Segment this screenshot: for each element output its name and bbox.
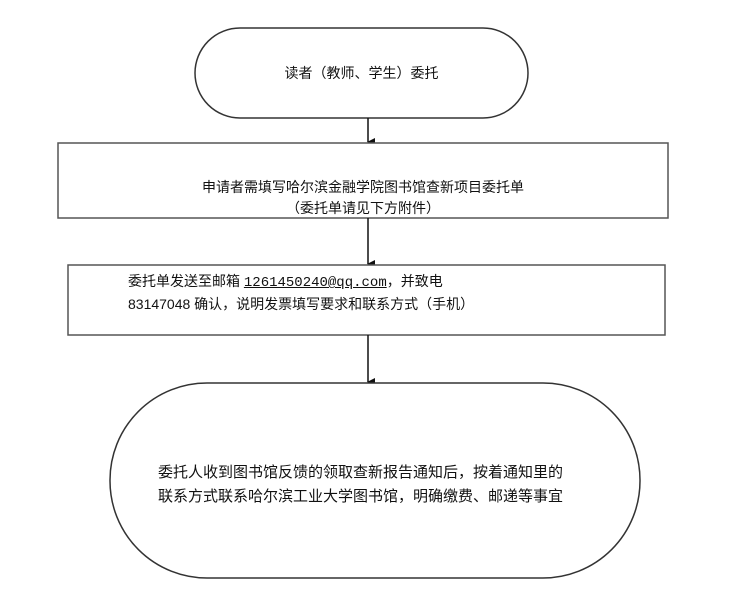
step-3-line-2: 83147048 确认，说明发票填写要求和联系方式（手机）: [128, 296, 475, 312]
start-oval: [194, 27, 529, 119]
email-link[interactable]: 1261450240@qq.com: [243, 275, 387, 291]
step-3-prefix: 委托单发送至邮箱: [128, 273, 244, 289]
process-box-form: [57, 142, 669, 219]
step-3-line-1: 委托单发送至邮箱 1261450240@qq.com，并致电: [128, 270, 443, 294]
process-box-email: [67, 264, 666, 336]
step-4-line-2: 联系方式联系哈尔滨工业大学图书馆，明确缴费、邮递等事宜: [158, 488, 564, 505]
end-oval: [109, 382, 641, 579]
step-2-line-2: （委托单请见下方附件）: [286, 200, 440, 216]
step-2-line-1: 申请者需填写哈尔滨金融学院图书馆查新项目委托单: [202, 179, 524, 195]
step-3-suffix: ，并致电: [386, 273, 443, 289]
step-4-line-1: 委托人收到图书馆反馈的领取查新报告通知后，按着通知里的: [158, 464, 564, 481]
step-1-text: 读者（教师、学生）委托: [284, 65, 439, 81]
